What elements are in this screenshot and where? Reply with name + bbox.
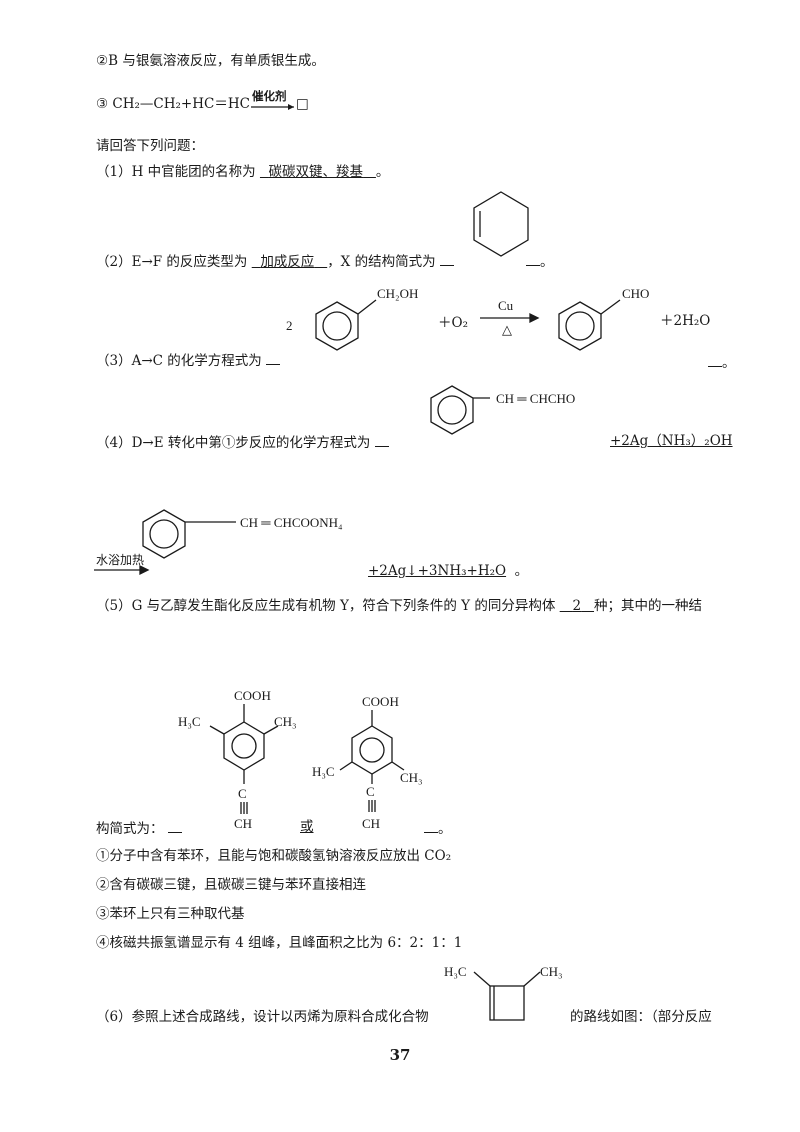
answer-blank xyxy=(424,818,438,833)
catalyst-label: Cu xyxy=(498,298,514,313)
ammonium-cinnamate-structure: CH ═ CHCOONH₄ 水浴加热 xyxy=(94,509,343,576)
benzyl-alcohol-structure: 2 CH₂OH xyxy=(286,286,418,351)
question-1-suffix: 。 xyxy=(375,164,390,180)
cinnamaldehyde-structure: CH ═ CHCHO xyxy=(430,385,575,435)
question-6-suffix: 的路线如图：（部分反应 xyxy=(570,1009,712,1025)
question-1-answer: 碳碳双键、羧基 xyxy=(260,164,376,180)
question-2-mid: ，X 的结构简式为 xyxy=(327,254,436,270)
condition-3-equation: ③ CH₂—CH₂+HC＝HC xyxy=(96,96,250,112)
condition-3-box: □ xyxy=(295,96,309,112)
ch2oh-group: CH₂OH xyxy=(377,286,418,301)
c-label-2: C xyxy=(366,784,375,799)
question-3-suffix: 。 xyxy=(722,355,736,371)
dimethylcyclobutene-structure: H₃C CH₃ xyxy=(444,964,563,1021)
question-5-line-2-end: 。 xyxy=(424,818,452,838)
question-2-answer: 加成反应 xyxy=(252,254,327,270)
answer-blank xyxy=(374,432,389,447)
question-2-text: （2）E→F 的反应类型为 xyxy=(96,254,248,270)
question-2-suffix: 。 xyxy=(540,254,554,270)
ch3-label-q6: CH₃ xyxy=(540,964,563,979)
answer-isomer-count: 2 xyxy=(572,598,582,614)
question-6-text: （6）参照上述合成路线，设计以丙烯为原料合成化合物 xyxy=(96,1009,429,1025)
question-5: （5）G 与乙醇发生酯化反应生成有机物 Y，符合下列条件的 Y 的同分异构体 2… xyxy=(96,597,702,615)
benzaldehyde-structure: CHO xyxy=(558,286,649,351)
cho-group: CHO xyxy=(622,286,649,301)
water-bath-condition: 水浴加热 xyxy=(96,553,144,567)
question-5-answer: 2 xyxy=(560,598,594,614)
question-5-line-2-suffix: 。 xyxy=(438,821,452,837)
answer-blank xyxy=(167,818,182,833)
question-5-text: （5）G 与乙醇发生酯化反应生成有机物 Y，符合下列条件的 Y 的同分异构体 xyxy=(96,598,556,614)
question-4-tail: +2Ag↓+3NH₃+H₂O 。 xyxy=(368,562,528,580)
condition-2: ②B 与银氨溶液反应，有单质银生成。 xyxy=(96,53,325,69)
or-word: 或 xyxy=(300,819,314,835)
answer-reaction-type: 加成反应 xyxy=(260,254,315,270)
question-4: （4）D→E 转化中第①步反应的化学方程式为 xyxy=(96,432,389,452)
ammonium-cinnamate-chain: CH ═ CHCOONH₄ xyxy=(240,515,343,530)
condition-3: ③ CH₂—CH₂+HC＝HC 催化剂 □ xyxy=(96,89,309,113)
cooh-label-1: COOH xyxy=(234,688,271,703)
water-product: ＋2H₂O xyxy=(660,313,711,329)
answer-functional-groups: 碳碳双键、羧基 xyxy=(268,164,364,180)
question-2: （2）E→F 的反应类型为 加成反应 ，X 的结构简式为 xyxy=(96,251,454,271)
cinnamaldehyde-chain: CH ═ CHCHO xyxy=(496,391,575,406)
h3c-label-q6: H₃C xyxy=(444,964,467,979)
answer-blank xyxy=(708,352,722,367)
ch3-label-2: CH₃ xyxy=(400,770,423,785)
byproducts: +2Ag↓+3NH₃+H₂O xyxy=(368,563,507,579)
question-5-line-2: 构简式为： xyxy=(96,818,182,838)
question-4-suffix: 。 xyxy=(514,563,529,579)
silver-ammonia-reagent: +2Ag（NH₃）₂OH xyxy=(610,433,733,449)
h3c-label-2: H₃C xyxy=(312,764,335,779)
question-1-text: （1）H 中官能团的名称为 xyxy=(96,164,256,180)
question-3-text: （3）A→C 的化学方程式为 xyxy=(96,353,262,369)
h3c-label-1: H₃C xyxy=(178,714,201,729)
question-3: （3）A→C 的化学方程式为 xyxy=(96,350,281,370)
isomer-structure-1: COOH H₃C CH₃ C CH xyxy=(178,688,297,831)
question-5-suffix: 种；其中的一种结 xyxy=(594,598,703,614)
question-2-end: 。 xyxy=(526,251,554,271)
ch3-label-1: CH₃ xyxy=(274,714,297,729)
cooh-label-2: COOH xyxy=(362,694,399,709)
answer-blank xyxy=(439,251,454,266)
catalyst-label: 催化剂 xyxy=(251,89,287,103)
condition-item: ②含有碳碳三键，且碳碳三键与苯环直接相连 xyxy=(96,877,366,893)
coefficient: 2 xyxy=(286,318,293,333)
c-label-1: C xyxy=(238,786,247,801)
heat-symbol: △ xyxy=(502,322,512,337)
answer-blank xyxy=(266,350,281,365)
reaction-arrow: Cu △ xyxy=(480,298,540,337)
oxygen-reactant: ＋O₂ xyxy=(438,315,468,331)
cyclohexene-structure xyxy=(473,191,529,257)
question-1: （1）H 中官能团的名称为 碳碳双键、羧基 。 xyxy=(96,163,389,181)
condition-item: ③苯环上只有三种取代基 xyxy=(96,906,245,922)
catalyst-arrow: 催化剂 xyxy=(250,89,296,110)
condition-item: ④核磁共振氢谱显示有 4 组峰，且峰面积之比为 6：2：1：1 xyxy=(96,935,463,951)
condition-item: ①分子中含有苯环，且能与饱和碳酸氢钠溶液反应放出 CO₂ xyxy=(96,848,452,864)
page-number: 37 xyxy=(389,1046,411,1064)
isomer-structure-2: COOH H₃C CH₃ C CH xyxy=(312,694,423,831)
answer-blank xyxy=(526,251,540,266)
question-5-line-2-text: 构简式为： xyxy=(96,821,164,837)
ch-label-2: CH xyxy=(362,816,380,831)
intro-text: 请回答下列问题： xyxy=(96,138,204,154)
question-4-text: （4）D→E 转化中第①步反应的化学方程式为 xyxy=(96,435,371,451)
ch-label-1: CH xyxy=(234,816,252,831)
question-3-end: 。 xyxy=(708,352,736,372)
